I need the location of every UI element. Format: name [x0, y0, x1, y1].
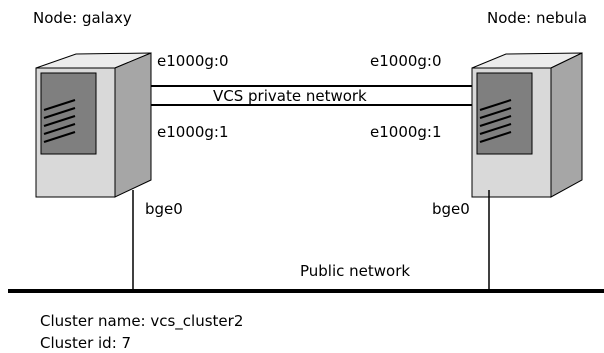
cluster-id-label: Cluster id: 7	[40, 334, 131, 352]
server-nebula-drive-panel	[476, 72, 533, 155]
private-network-label: VCS private network	[213, 87, 367, 105]
node-galaxy-label: Node: galaxy	[33, 9, 132, 27]
server-nebula-icon	[471, 52, 583, 198]
server-galaxy-icon	[35, 52, 152, 198]
server-nebula-side	[550, 52, 583, 198]
galaxy-public-nic-label: bge0	[145, 200, 183, 218]
galaxy-nic-0-label: e1000g:0	[157, 52, 229, 70]
nebula-nic-1-label: e1000g:1	[370, 123, 442, 141]
server-galaxy-side	[114, 52, 152, 198]
nebula-nic-0-label: e1000g:0	[370, 52, 442, 70]
node-nebula-label: Node: nebula	[487, 9, 587, 27]
public-network-label: Public network	[300, 262, 410, 280]
server-nebula-vents	[479, 99, 512, 143]
nebula-public-nic-label: bge0	[432, 200, 470, 218]
server-galaxy-drive-panel	[40, 72, 97, 155]
cluster-name-label: Cluster name: vcs_cluster2	[40, 312, 243, 331]
server-galaxy-vents	[43, 99, 76, 143]
galaxy-nic-1-label: e1000g:1	[157, 123, 229, 141]
